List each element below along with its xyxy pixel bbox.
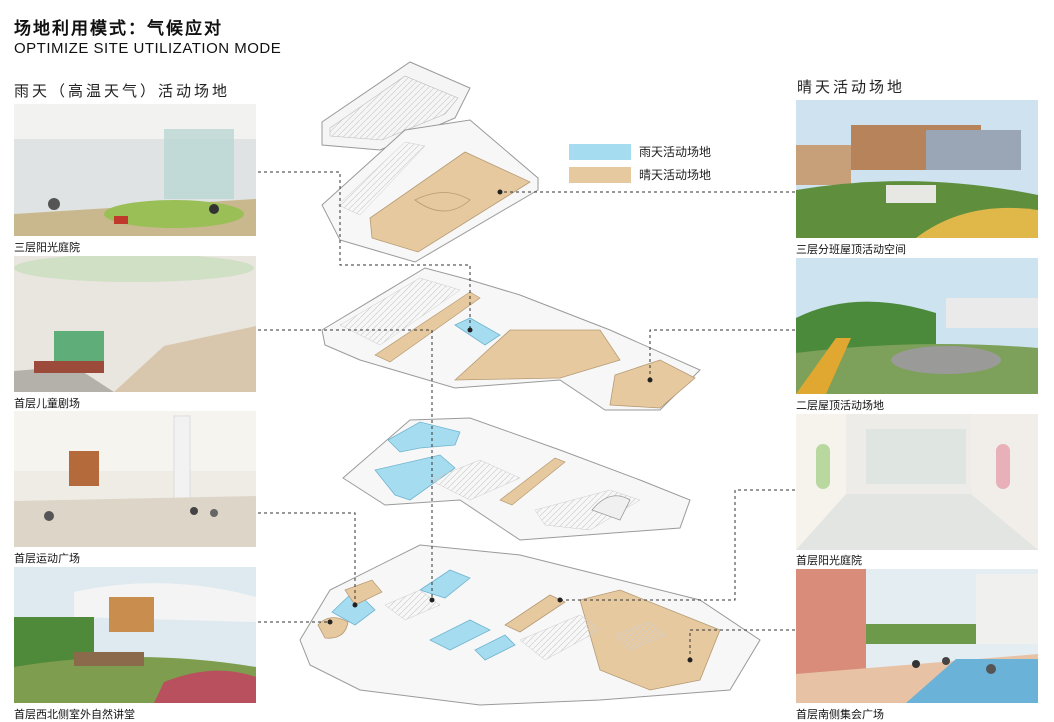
- level-2: [321, 267, 701, 411]
- level-1-base: [299, 544, 761, 706]
- photo-3f-class-roof: [796, 100, 1038, 238]
- caption-left-1: 三层阳光庭院: [14, 241, 80, 254]
- caption-right-3: 首层阳光庭院: [796, 554, 862, 567]
- sunny-area-level3: [369, 151, 531, 253]
- rainy-area-level1: [331, 589, 376, 626]
- legend-label-sunny: 晴天活动场地: [639, 168, 712, 182]
- rainy-area-level1-upper: [387, 421, 461, 453]
- legend-label-rainy: 雨天活动场地: [639, 145, 712, 159]
- level-roof: [321, 61, 471, 151]
- level-1-upper: [342, 417, 691, 541]
- left-section-title: 雨天（高温天气）活动场地: [14, 82, 231, 100]
- caption-left-3: 首层运动广场: [14, 552, 80, 565]
- caption-left-4: 首层西北侧室外自然讲堂: [14, 708, 135, 721]
- page-title: 场地利用模式：气候应对: [14, 19, 223, 39]
- legend-rainy: 雨天活动场地: [569, 143, 711, 160]
- photo-1f-children-theater: [14, 256, 256, 392]
- leader-dots: [327, 189, 693, 663]
- caption-right-4: 首层南侧集会广场: [796, 708, 884, 721]
- caption-right-1: 三层分班屋顶活动空间: [796, 243, 906, 256]
- caption-right-2: 二层屋顶活动场地: [796, 399, 884, 412]
- photo-1f-south-assembly-plaza: [796, 569, 1038, 703]
- legend-swatch-sunny: [569, 166, 631, 183]
- level-3: [321, 119, 539, 263]
- caption-left-2: 首层儿童剧场: [14, 397, 80, 410]
- legend-sunny: 晴天活动场地: [569, 166, 711, 183]
- photo-1f-sun-courtyard: [796, 414, 1038, 550]
- rainy-area-level2: [454, 317, 501, 346]
- photo-1f-sports-plaza: [14, 411, 256, 547]
- right-section-title: 晴天活动场地: [797, 78, 906, 96]
- photo-3f-sun-courtyard: [14, 104, 256, 236]
- leader-lines: [258, 171, 795, 660]
- photo-2f-roof-activity: [796, 258, 1038, 394]
- page-subtitle: OPTIMIZE SITE UTILIZATION MODE: [14, 40, 282, 57]
- photo-1f-outdoor-nature-hall: [14, 567, 256, 703]
- legend-swatch-rainy: [569, 143, 631, 160]
- sunny-area-level2: [453, 329, 621, 381]
